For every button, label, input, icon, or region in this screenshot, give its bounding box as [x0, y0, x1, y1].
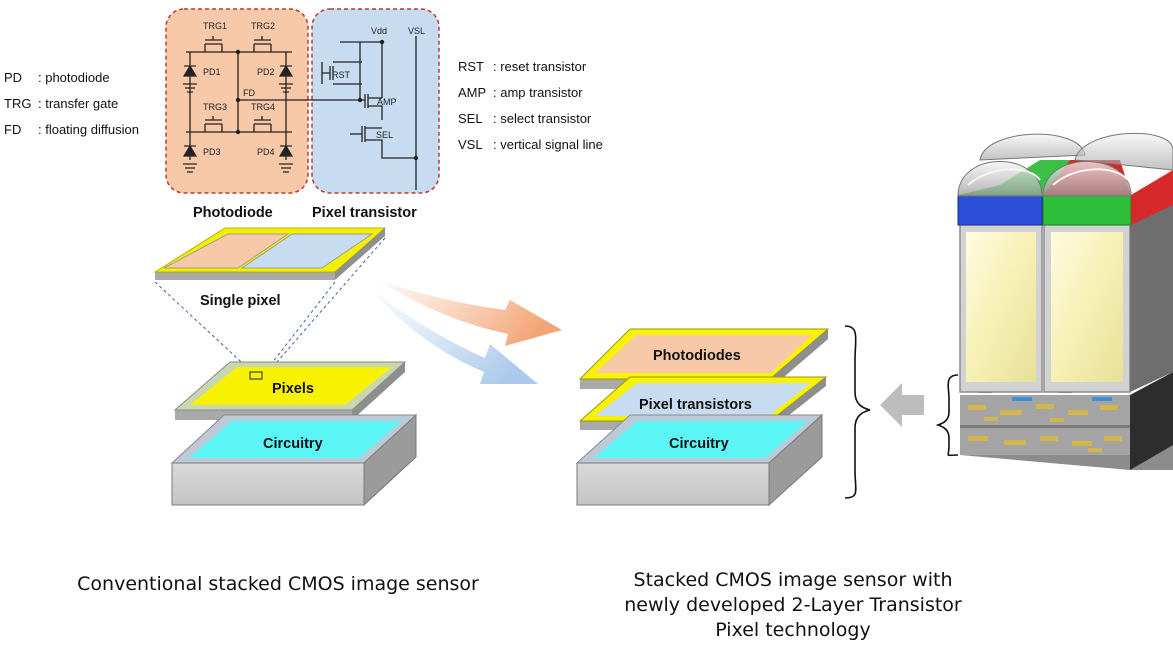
caption-new-line-3: Pixel technology — [715, 619, 871, 641]
circuitry-label-new: Circuitry — [669, 436, 729, 452]
label-sel: SEL — [376, 130, 393, 140]
label-rst: RST — [332, 70, 351, 80]
legend-desc-fd: : floating diffusion — [38, 122, 139, 137]
caption-conventional: Conventional stacked CMOS image sensor — [77, 573, 479, 595]
legend-desc-sel: : select transistor — [493, 111, 592, 126]
label-pd3: PD3 — [203, 147, 221, 157]
grey-arrow — [880, 383, 924, 427]
label-trg2: TRG2 — [251, 21, 275, 31]
legend-abbr-sel: SEL — [458, 111, 483, 126]
legend-right: RST : reset transistor AMP : amp transis… — [458, 59, 603, 152]
legend-desc-rst: : reset transistor — [493, 59, 587, 74]
orange-arrow — [378, 280, 562, 346]
circuitry-layer-conventional — [170, 413, 418, 507]
label-pd2: PD2 — [257, 67, 275, 77]
transition-arrows — [372, 280, 562, 384]
circuitry-layer-new — [575, 413, 824, 507]
label-vsl: VSL — [408, 26, 425, 36]
pixels-label: Pixels — [272, 381, 314, 397]
legend-abbr-vsl: VSL — [458, 137, 483, 152]
legend-abbr-fd: FD — [4, 122, 21, 137]
legend-abbr-rst: RST — [458, 59, 484, 74]
stack-brace — [844, 325, 871, 499]
label-vdd: Vdd — [371, 26, 387, 36]
label-trg3: TRG3 — [203, 102, 227, 112]
circuit-wires — [186, 36, 417, 190]
caption-new-tech: Stacked CMOS image sensor with newly dev… — [575, 568, 1011, 643]
render-wiring — [968, 404, 1122, 452]
pixels-layer — [173, 361, 407, 420]
label-amp: AMP — [377, 97, 397, 107]
label-trg1: TRG1 — [203, 21, 227, 31]
render-brace — [935, 374, 959, 457]
circuit-schematic: TRG1 TRG2 TRG3 TRG4 PD1 PD2 PD3 PD4 FD V… — [165, 8, 440, 221]
label-fd: FD — [243, 88, 255, 98]
caption-new-line-2: newly developed 2-Layer Transistor — [624, 594, 962, 616]
legend-left: PD : photodiode TRG : transfer gate FD :… — [4, 70, 139, 137]
legend-abbr-pd: PD — [4, 70, 22, 85]
circuit-junctions — [235, 39, 419, 161]
circuitry-label-conventional: Circuitry — [263, 436, 323, 452]
diode-symbols — [182, 64, 294, 173]
legend-abbr-trg: TRG — [4, 96, 31, 111]
pixel-transistors-label: Pixel transistors — [639, 397, 752, 413]
blue-arrow — [372, 290, 538, 384]
pixel-render — [957, 132, 1173, 470]
legend-desc-pd: : photodiode — [38, 70, 110, 85]
zoom-lines — [154, 237, 386, 373]
label-trg4: TRG4 — [251, 102, 275, 112]
single-pixel-plate — [153, 227, 387, 280]
legend-abbr-amp: AMP — [458, 85, 486, 100]
caption-new-line-1: Stacked CMOS image sensor with — [633, 569, 953, 591]
photodiode-title: Photodiode — [193, 205, 273, 221]
pixel-transistor-region — [311, 8, 440, 194]
legend-desc-amp: : amp transistor — [493, 85, 583, 100]
photodiodes-label: Photodiodes — [653, 348, 741, 364]
pixel-transistor-title: Pixel transistor — [312, 205, 417, 221]
single-pixel-label: Single pixel — [200, 293, 281, 309]
label-pd1: PD1 — [203, 67, 221, 77]
label-pd4: PD4 — [257, 147, 275, 157]
legend-desc-trg: : transfer gate — [38, 96, 118, 111]
legend-desc-vsl: : vertical signal line — [493, 137, 603, 152]
